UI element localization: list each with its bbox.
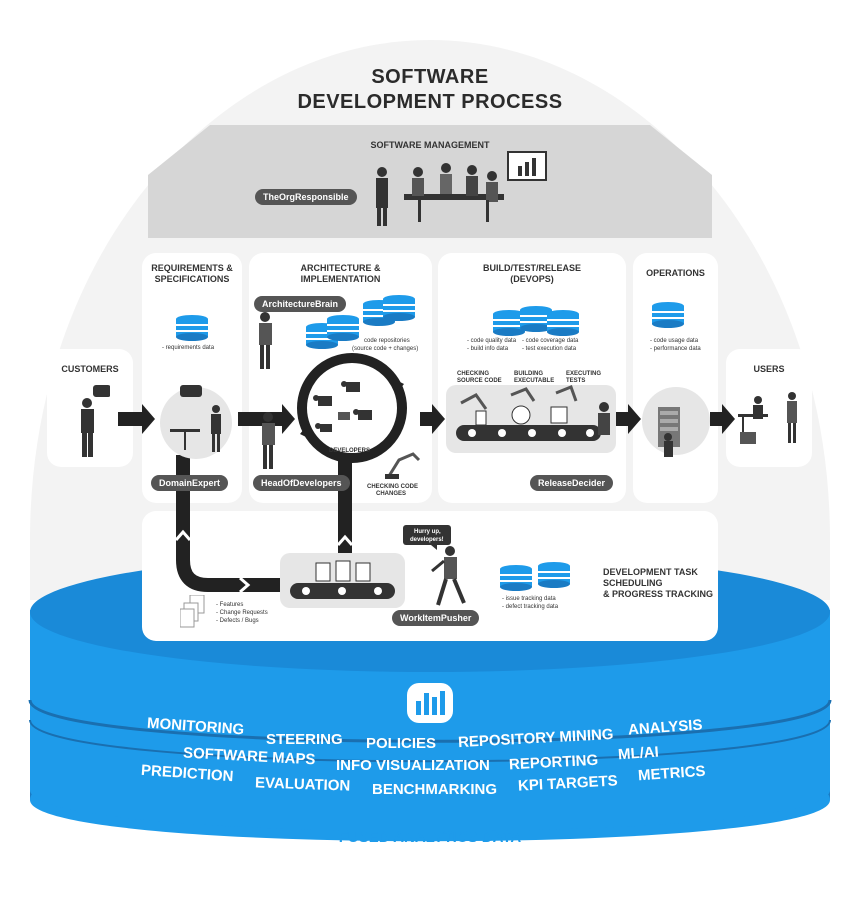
code-usage-data-text: - code usage data xyxy=(650,338,699,344)
robot-arm-icon xyxy=(385,452,421,479)
domain-expert-scene-icon xyxy=(160,385,232,459)
build-panel xyxy=(438,253,626,503)
step-building-2: EXECUTABLE xyxy=(514,378,555,384)
developers-label: DEVELOPERS xyxy=(329,448,371,454)
meeting-people-icon xyxy=(376,151,547,226)
build-header-2: (DEVOPS) xyxy=(510,274,554,284)
analytics-word-evaluation: EVALUATION xyxy=(254,774,351,795)
management-panel xyxy=(148,125,712,238)
tasks-title-2: SCHEDULING xyxy=(603,578,663,588)
role-tag-org-responsible: TheOrgResponsible xyxy=(255,189,357,205)
tasks-title-3: & PROGRESS TRACKING xyxy=(603,589,714,599)
architecture-header-2: IMPLEMENTATION xyxy=(300,274,381,284)
role-tag-release-decider: ReleaseDecider xyxy=(530,475,614,491)
customers-label: CUSTOMERS xyxy=(61,364,119,374)
work-item-defects: - Defects / Bugs xyxy=(216,618,259,624)
analytics-logo-icon xyxy=(407,683,453,723)
role-tag-head-of-developers: HeadOfDevelopers xyxy=(253,475,350,491)
code-quality-data-text: - code quality data xyxy=(467,338,517,344)
build-header-1: BUILD/TEST/RELEASE xyxy=(482,263,581,273)
build-conveyor-icon xyxy=(446,385,616,453)
management-header: SOFTWARE MANAGEMENT xyxy=(370,140,490,150)
analytics-word-policies: POLICIES xyxy=(366,735,437,752)
customer-person-icon xyxy=(81,385,110,457)
step-executing-1: EXECUTING xyxy=(566,371,602,377)
fused-analytics-footer: FUSED ANALYTICS DATA xyxy=(338,829,522,846)
users-label: USERS xyxy=(753,364,785,374)
build-info-data-text: - build info data xyxy=(467,346,509,352)
role-tag-architecture-brain: ArchitectureBrain xyxy=(254,296,347,312)
step-checking-2: SOURCE CODE xyxy=(457,378,502,384)
step-executing-2: TESTS xyxy=(566,378,586,384)
requirements-header-2: SPECIFICATIONS xyxy=(154,274,230,284)
speech-bubble-icon xyxy=(403,525,451,550)
issue-tracking-data-text: - issue tracking data xyxy=(502,596,556,602)
defect-tracking-data-text: - defect tracking data xyxy=(502,604,559,610)
developers-icon xyxy=(313,381,372,432)
architecture-header-1: ARCHITECTURE & xyxy=(300,263,381,273)
analytics-word-info-visualization: INFO VISUALIZATION xyxy=(336,757,490,774)
speech-line-2: developers! xyxy=(410,537,444,543)
analytics-word-benchmarking: BENCHMARKING xyxy=(372,781,497,798)
task-conveyor-icon xyxy=(280,553,405,608)
code-coverage-data-text: - code coverage data xyxy=(522,338,579,344)
title-line-1: SOFTWARE xyxy=(371,66,489,88)
head-developer-person-icon xyxy=(262,412,275,469)
requirements-header-1: REQUIREMENTS & xyxy=(151,263,233,273)
architect-person-icon xyxy=(259,312,272,369)
speech-line-1: Hurry up, xyxy=(414,529,441,535)
requirements-data-text: - requirements data xyxy=(162,345,215,351)
checking-code-changes-1: CHECKING CODE xyxy=(367,484,419,490)
analytics-word-steering: STEERING xyxy=(266,731,343,748)
test-execution-data-text: - test execution data xyxy=(522,346,577,352)
tasks-title-1: DEVELOPMENT TASK xyxy=(603,567,698,577)
role-tag-domain-expert: DomainExpert xyxy=(151,475,229,491)
checking-code-changes-2: CHANGES xyxy=(376,491,407,497)
users-panel xyxy=(726,349,812,467)
title-line-2: DEVELOPMENT PROCESS xyxy=(297,91,563,113)
role-tag-work-item-pusher: WorkItemPusher xyxy=(392,610,480,626)
analytics-word-ml-ai: ML/AI xyxy=(617,743,660,764)
source-changes-text: (source code + changes) xyxy=(352,346,419,352)
requirements-panel xyxy=(142,253,242,503)
step-checking-1: CHECKING xyxy=(457,371,490,377)
performance-data-text: - performance data xyxy=(650,346,701,352)
operations-panel xyxy=(633,253,718,503)
users-people-icon xyxy=(738,392,797,444)
operations-header: OPERATIONS xyxy=(646,268,705,278)
documents-icon xyxy=(180,595,205,628)
server-operator-icon xyxy=(642,387,710,457)
work-item-features: - Features xyxy=(216,602,244,608)
step-building-1: BUILDING xyxy=(514,371,543,377)
work-item-pusher-person-icon xyxy=(431,546,466,606)
work-item-change-requests: - Change Requests xyxy=(216,610,268,616)
code-repositories-text: code repositories xyxy=(364,338,410,344)
